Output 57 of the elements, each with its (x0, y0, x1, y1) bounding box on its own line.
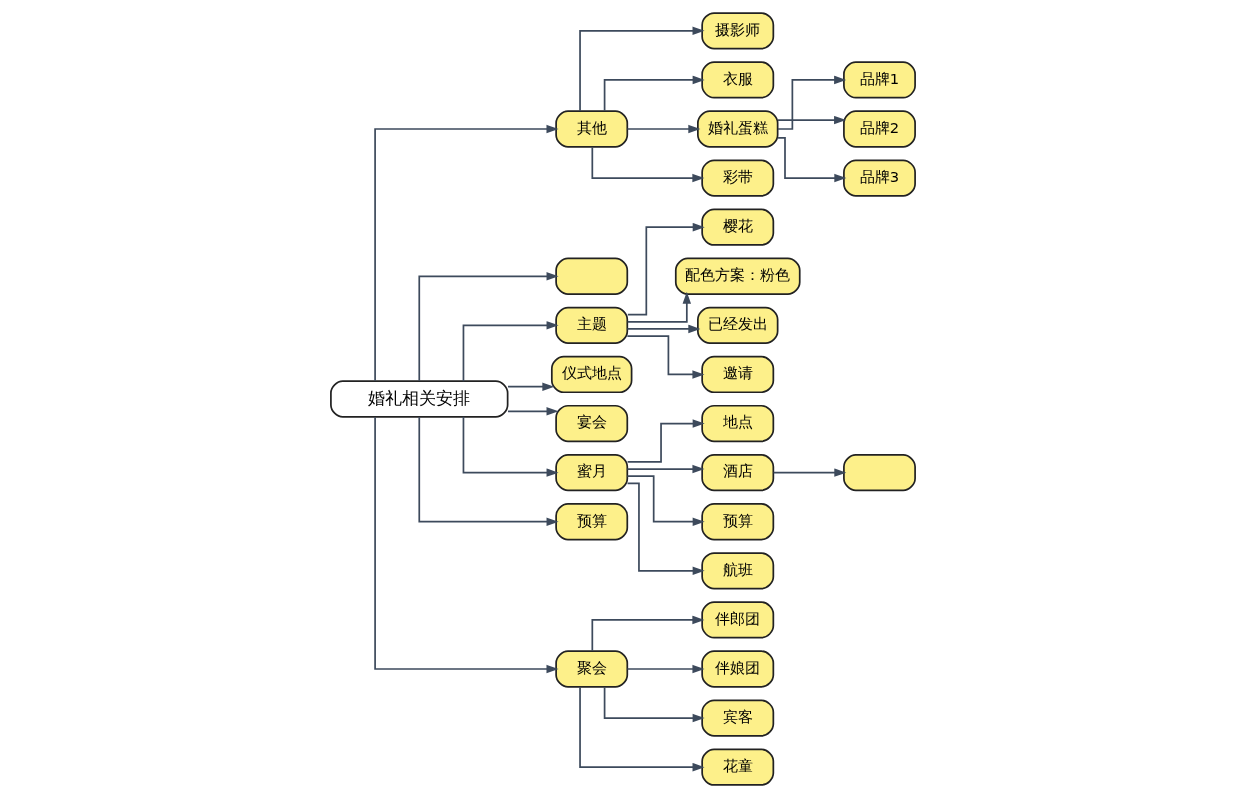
arrow (777, 75, 847, 130)
node-box: 聚会 (555, 650, 629, 688)
arrow (579, 26, 705, 112)
node-box: 婚礼蛋糕 (697, 110, 779, 148)
node-box: 其他 (555, 110, 629, 148)
arrow (507, 382, 555, 391)
arrow (626, 222, 705, 316)
arrow (579, 686, 705, 772)
node-box: 摄影师 (701, 12, 775, 50)
node-box: 品牌1 (843, 61, 916, 99)
node-box: 伴郎团 (701, 601, 775, 639)
arrow (462, 415, 559, 477)
node-box: 樱花 (701, 208, 775, 246)
arrow (418, 416, 559, 526)
node-box: 婚礼相关安排 (330, 380, 509, 418)
node-box: 品牌2 (843, 110, 916, 148)
arrow (626, 291, 692, 323)
arrow (418, 272, 559, 382)
arrow (626, 124, 701, 134)
node-box: 邀请 (701, 355, 775, 394)
node-box: 酒店 (701, 453, 775, 492)
arrow (626, 464, 705, 474)
arrow (626, 419, 705, 463)
arrow (507, 407, 559, 416)
arrow (626, 664, 705, 674)
node-box (555, 257, 629, 295)
node-box: 衣服 (701, 61, 775, 99)
node-box: 配色方案：粉色 (674, 257, 801, 295)
node-box: 伴娘团 (701, 650, 775, 688)
arrow (777, 115, 847, 125)
node-box: 品牌3 (843, 159, 916, 197)
arrow (626, 475, 705, 526)
arrow (603, 75, 705, 112)
node-box: 仪式地点 (550, 355, 633, 394)
node-box: 已经发出 (697, 306, 779, 345)
node-box: 宴会 (555, 404, 629, 443)
arrow (374, 124, 559, 382)
node-box: 预算 (701, 503, 775, 541)
node-box (843, 453, 916, 492)
node-box: 主题 (555, 306, 629, 345)
node-box: 彩带 (701, 159, 775, 197)
node-box: 地点 (701, 404, 775, 443)
node-box: 航班 (701, 552, 775, 590)
arrow (591, 146, 705, 183)
node-box: 蜜月 (555, 453, 629, 492)
arrow (626, 335, 705, 379)
node-box: 预算 (555, 503, 629, 541)
arrow (462, 321, 559, 383)
arrow (591, 615, 705, 652)
arrow (772, 468, 847, 477)
arrow (626, 482, 705, 576)
node-box: 宾客 (701, 699, 775, 737)
arrow (626, 324, 701, 334)
arrow (777, 137, 847, 183)
node-box: 花童 (701, 748, 775, 786)
arrow (603, 686, 705, 723)
arrow (374, 416, 559, 674)
